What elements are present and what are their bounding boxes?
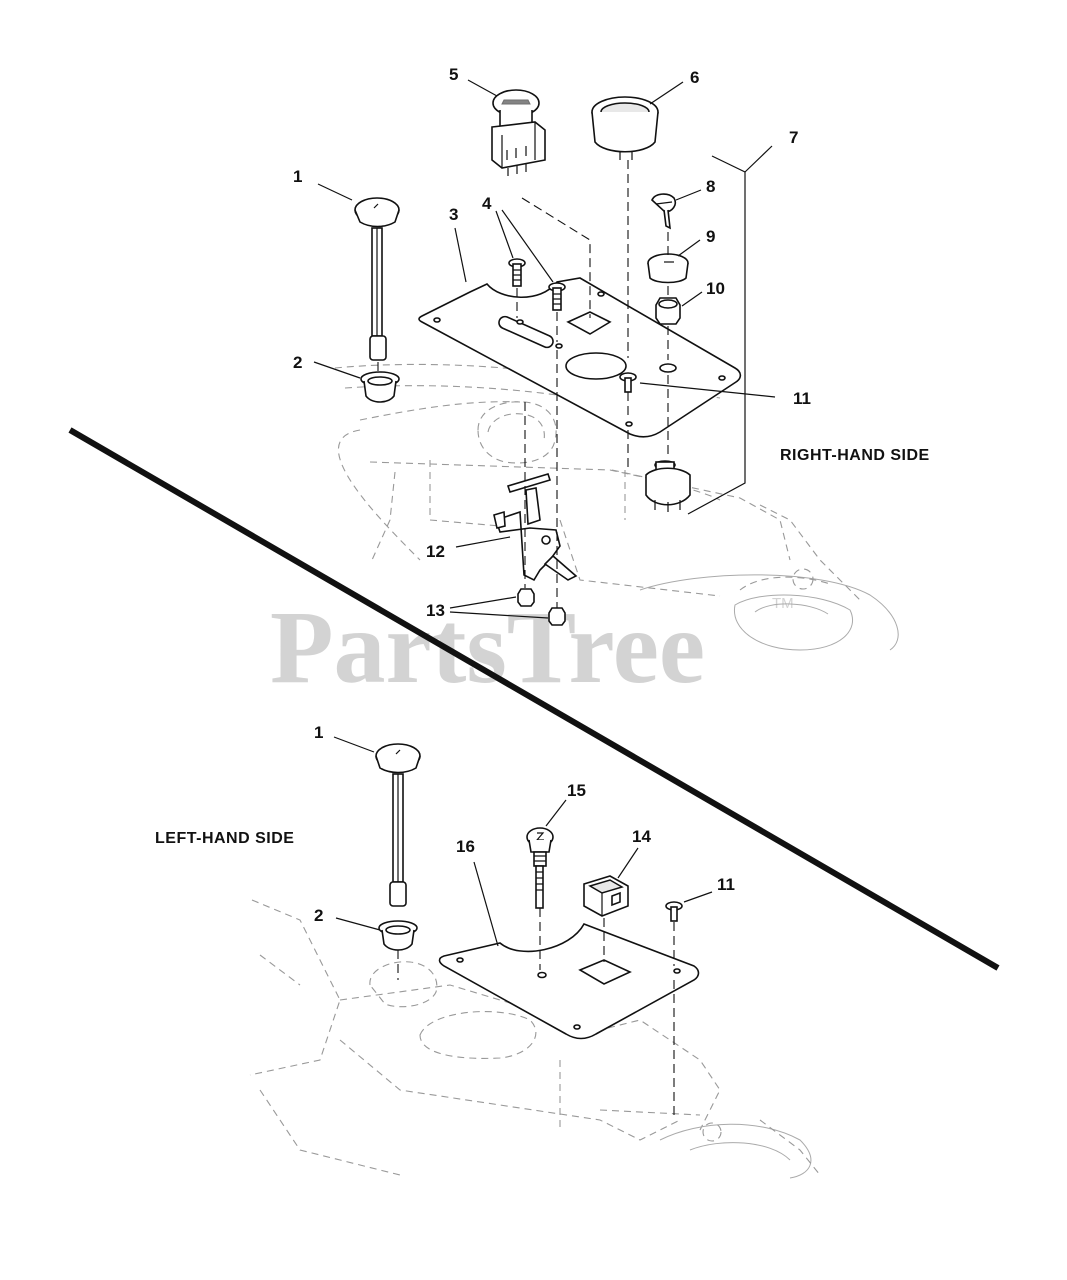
callout-15: 15 (567, 781, 586, 800)
watermark-text: PartsTree (270, 590, 705, 705)
part-10-ignition-nut (655, 297, 681, 325)
part-5-pto-switch (491, 89, 546, 176)
callout-12: 12 (426, 542, 445, 561)
callout-16: 16 (456, 837, 475, 856)
callout-2-upper: 2 (293, 353, 302, 372)
part-1-throttle-knob-lh (375, 743, 421, 907)
part-7-bracket (687, 155, 746, 515)
part-4-bolt-b (548, 282, 566, 311)
callout-2-lower: 2 (314, 906, 323, 925)
right-hand-side-title: RIGHT-HAND SIDE (780, 447, 930, 464)
left-hand-side-title: LEFT-HAND SIDE (155, 830, 294, 847)
callout-1-upper: 1 (293, 167, 302, 186)
part-16-control-panel-lh (438, 923, 700, 1040)
callout-11-lower: 11 (717, 875, 735, 894)
part-2-bushing-lh (378, 920, 418, 951)
part-1-throttle-knob-rh (354, 197, 400, 361)
part-4-bolt-a (508, 258, 526, 287)
section-divider (68, 427, 1000, 971)
callout-6: 6 (690, 68, 699, 87)
part-3-control-panel-rh (418, 277, 742, 438)
callout-1-lower: 1 (314, 723, 323, 742)
lower-alignment-lines (397, 908, 675, 1120)
part-15-choke-knob (526, 827, 554, 909)
ignition-switch-body (645, 460, 691, 512)
callout-11-upper: 11 (793, 389, 811, 408)
lower-leader-lines (333, 736, 713, 947)
upper-alignment-lines (377, 160, 669, 608)
part-9-ignition-cap (647, 253, 689, 284)
callout-3: 3 (449, 205, 458, 224)
part-13-locknut-a (517, 588, 535, 607)
callout-10: 10 (706, 279, 725, 298)
upper-leader-lines (313, 79, 776, 619)
part-2-bushing-rh (360, 371, 400, 403)
callout-9: 9 (706, 227, 715, 246)
callout-14: 14 (632, 827, 651, 846)
callout-7: 7 (789, 128, 798, 147)
part-6-hour-meter (591, 96, 659, 160)
part-8-ignition-key (651, 193, 677, 230)
lower-mower-body-outline (249, 899, 821, 1179)
part-11-screw-lh (665, 901, 683, 922)
part-13-locknut-b (548, 607, 566, 626)
callout-4: 4 (482, 194, 492, 213)
part-14-rocker-switch (583, 875, 629, 917)
part-12-lever-assembly (493, 473, 578, 582)
callout-8: 8 (706, 177, 715, 196)
callout-5: 5 (449, 65, 458, 84)
callout-13: 13 (426, 601, 445, 620)
